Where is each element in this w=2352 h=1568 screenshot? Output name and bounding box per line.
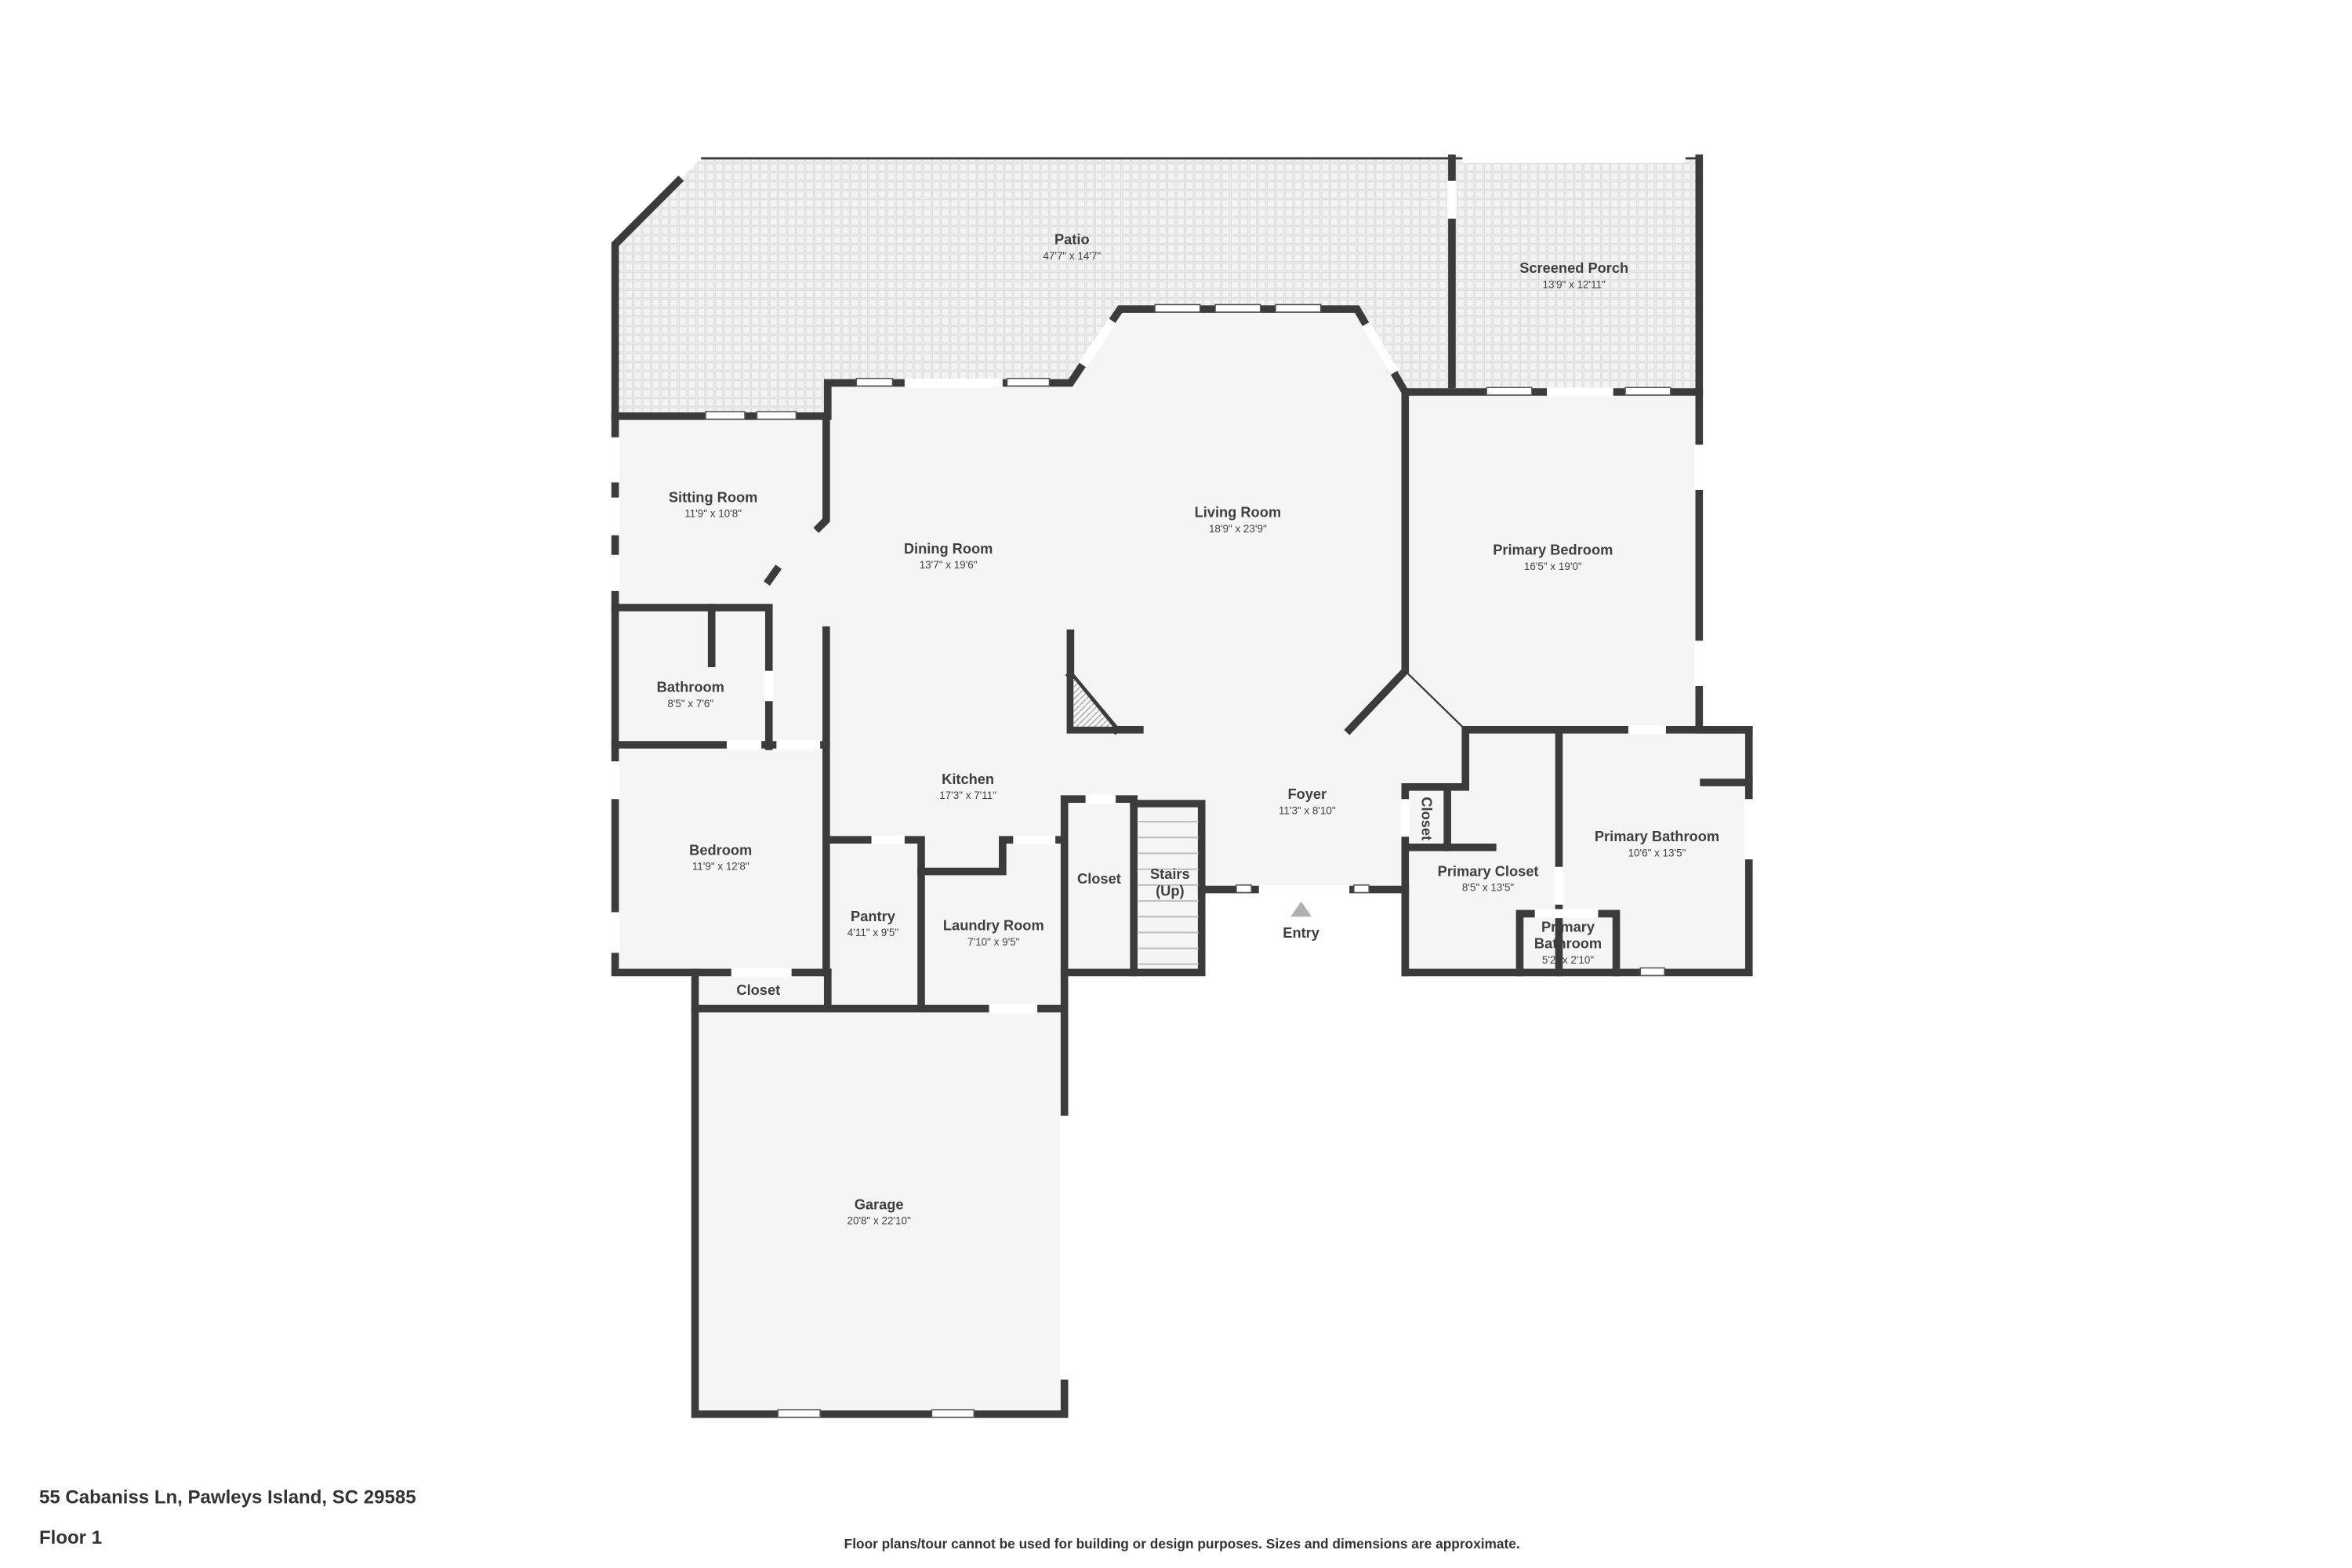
room-label: Bathroom 8'5" x 7'6"	[657, 679, 724, 710]
room-name: Laundry Room	[943, 917, 1044, 934]
address: 55 Cabaniss Ln, Pawleys Island, SC 29585	[39, 1486, 416, 1508]
room-label: Primary Bedroom 16'5" x 19'0"	[1493, 542, 1613, 572]
room-label: Kitchen 17'3" x 7'11"	[939, 771, 996, 801]
room-name: Closet	[736, 982, 780, 998]
room-label: Pantry 4'11" x 9'5"	[848, 908, 899, 938]
room-label: Garage 20'8" x 22'10"	[848, 1196, 911, 1226]
stairs-treads	[1138, 821, 1199, 965]
room-dimensions: 10'6" x 13'5"	[1628, 847, 1686, 858]
doors-windows	[610, 154, 1754, 1418]
room-dimensions: 18'9" x 23'9"	[1209, 523, 1267, 535]
room-name: Living Room	[1195, 504, 1282, 521]
room-label: Laundry Room 7'10" x 9'5"	[943, 917, 1044, 948]
room-name: Screened Porch	[1519, 260, 1628, 276]
room-name: Kitchen	[942, 771, 994, 787]
room-label: Primary Closet 8'5" x 13'5"	[1438, 862, 1539, 893]
room-label: Closet	[1077, 870, 1121, 887]
room-label: Screened Porch 13'9" x 12'11"	[1519, 260, 1628, 290]
room-name: Patio	[1054, 231, 1090, 248]
room-name: Stairs	[1150, 866, 1190, 882]
entry-arrow-icon	[1290, 902, 1312, 917]
outdoor-areas	[615, 158, 1700, 416]
interior-floor	[615, 309, 1749, 1414]
room-name: Closet	[1077, 870, 1121, 887]
room-label: Sitting Room 11'9" x 10'8"	[669, 488, 758, 519]
room-name: Bedroom	[689, 841, 752, 858]
room-label: Dining Room 13'7" x 19'6"	[904, 540, 993, 571]
room-dimensions: 20'8" x 22'10"	[848, 1215, 911, 1227]
floor-label: Floor 1	[39, 1527, 102, 1548]
room-name: Closet	[1418, 797, 1435, 840]
room-label: Bedroom 11'9" x 12'8"	[689, 841, 752, 872]
room-name: Dining Room	[904, 540, 993, 557]
room-name: Pantry	[851, 908, 896, 924]
room-dimensions: 13'9" x 12'11"	[1543, 278, 1606, 290]
room-name: Primary Closet	[1438, 862, 1539, 879]
room-dimensions: 4'11" x 9'5"	[848, 927, 899, 938]
screened-porch-area	[1451, 158, 1700, 392]
room-label: Living Room 18'9" x 23'9"	[1195, 504, 1282, 535]
room-dimensions: 8'5" x 7'6"	[667, 698, 713, 710]
room-dimensions: 13'7" x 19'6"	[920, 559, 978, 571]
room-dimensions: 11'9" x 12'8"	[692, 861, 750, 873]
room-dimensions: 16'5" x 19'0"	[1524, 561, 1582, 572]
room-dimensions: (Up)	[1156, 882, 1184, 898]
room-label: Stairs(Up)	[1150, 866, 1190, 898]
disclaimer: Floor plans/tour cannot be used for buil…	[844, 1536, 1520, 1552]
room-dimensions: 11'3" x 8'10"	[1279, 804, 1336, 816]
room-name: Primary Bathroom	[1595, 828, 1719, 844]
room-labels: Patio 47'7" x 14'7" Screened Porch 13'9" x …	[657, 231, 1719, 1227]
room-label: Closet	[1418, 797, 1435, 840]
room-label: Primary Bathroom 10'6" x 13'5"	[1595, 828, 1719, 858]
room-name: Primary Bedroom	[1493, 542, 1613, 558]
room-dimensions: 8'5" x 13'5"	[1462, 882, 1515, 894]
room-name: Primary	[1541, 918, 1595, 935]
room-label: Foyer 11'3" x 8'10"	[1279, 786, 1336, 816]
room-dimensions: 11'9" x 10'8"	[684, 508, 742, 520]
room-dimensions: 47'7" x 14'7"	[1043, 250, 1101, 262]
room-label: Closet	[736, 982, 780, 998]
patio-area	[615, 158, 1452, 416]
room-name: Garage	[855, 1196, 904, 1212]
room-label: Patio 47'7" x 14'7"	[1043, 231, 1101, 262]
room-name: Foyer	[1287, 786, 1327, 802]
entry-label: Entry	[1283, 924, 1320, 941]
room-name: Sitting Room	[669, 488, 758, 505]
room-dimensions: 17'3" x 7'11"	[939, 789, 996, 801]
room-name: Bathroom	[657, 679, 724, 695]
room-name: Bathroom	[1534, 935, 1602, 952]
room-dimensions: 5'2" x 2'10"	[1542, 954, 1595, 966]
room-dimensions: 7'10" x 9'5"	[967, 936, 1020, 948]
